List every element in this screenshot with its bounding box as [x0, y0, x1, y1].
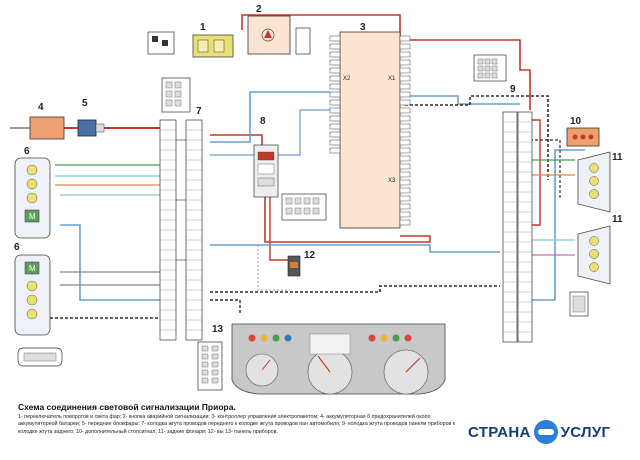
controller-pins-left [329, 35, 341, 154]
connector-x2-label: X2 [343, 76, 351, 82]
wire-red-right-top [405, 39, 531, 110]
wire-blue-5 [520, 149, 585, 301]
small-connector-right [569, 291, 589, 317]
wire-red-7-8 [210, 134, 263, 145]
wire-dash-12 [257, 245, 290, 291]
label-12: 12 [304, 250, 316, 261]
label-4: 4 [38, 102, 44, 113]
label-8: 8 [260, 116, 266, 127]
rear-light-top [577, 151, 611, 213]
caption: Схема соединения световой сигнализации П… [18, 402, 458, 436]
brand-right-text: УСЛУГ [560, 423, 611, 441]
front-headlight-bottom: M [14, 254, 51, 336]
wire-blue-2 [400, 95, 520, 105]
handshake-icon [533, 420, 558, 444]
battery-fuse-block [10, 116, 65, 140]
rear-light-bottom [577, 225, 611, 285]
wires [35, 14, 585, 319]
wire-blue-1 [210, 91, 330, 143]
turn-light-switch [192, 34, 234, 58]
wire-dashed-5 [520, 139, 561, 200]
wire-blue-4 [210, 244, 500, 253]
component-labels: 1 2 3 4 5 6 6 7 8 9 10 11 11 12 13 [14, 4, 623, 335]
harness-connector-9 [502, 111, 533, 343]
connector-bottom-left [17, 347, 63, 367]
label-11-top: 11 [612, 152, 623, 163]
label-1: 1 [200, 22, 206, 33]
caption-title: Схема соединения световой сигнализации П… [18, 402, 236, 412]
panel-connector-13 [197, 341, 223, 391]
label-10: 10 [570, 116, 582, 127]
connector-9-top [473, 54, 507, 82]
wire-red-module [264, 196, 431, 243]
caption-text: 1- переключатель поворотов и света фар; … [18, 414, 456, 435]
label-7: 7 [196, 106, 202, 117]
wire-red-to-12 [269, 196, 290, 261]
brand-watermark: СТРАНА УСЛУГ [468, 418, 638, 446]
electropackage-controller: X2 X1 X3 [329, 31, 411, 229]
wire-dashed-3 [405, 95, 549, 180]
connector-x1-label: X1 [388, 76, 396, 82]
fuse-block-8 [253, 144, 279, 198]
wire-blue-3 [60, 224, 160, 301]
hazard-button [247, 15, 311, 55]
wiring-diagram: X2 X1 X3 M [10, 4, 623, 395]
harness-connector-7 [159, 119, 203, 341]
small-connector-center [281, 193, 327, 221]
controller-pins-right [399, 35, 411, 226]
label-2: 2 [256, 4, 262, 15]
extra-brake-light [566, 127, 600, 147]
wire-dashed-4 [210, 299, 241, 315]
label-11-bottom: 11 [612, 214, 623, 225]
label-6-bottom: 6 [14, 242, 20, 253]
label-5: 5 [82, 98, 88, 109]
svg-text:M: M [29, 212, 36, 221]
label-3: 3 [360, 22, 366, 33]
label-13: 13 [212, 324, 224, 335]
wire-red-top [241, 14, 401, 40]
label-6-top: 6 [24, 146, 30, 157]
connector-x3-label: X3 [388, 178, 396, 184]
brake-light-switch [287, 255, 301, 277]
connector-7-top [161, 77, 191, 113]
front-headlight-top: M [14, 157, 51, 239]
label-9: 9 [510, 84, 516, 95]
fuse-relay-5 [77, 119, 105, 137]
wire-dashed-2 [210, 285, 500, 293]
small-connector-left [147, 31, 175, 55]
svg-text:M: M [29, 264, 36, 273]
instrument-panel [231, 323, 446, 395]
brand-left-text: СТРАНА [468, 423, 531, 441]
